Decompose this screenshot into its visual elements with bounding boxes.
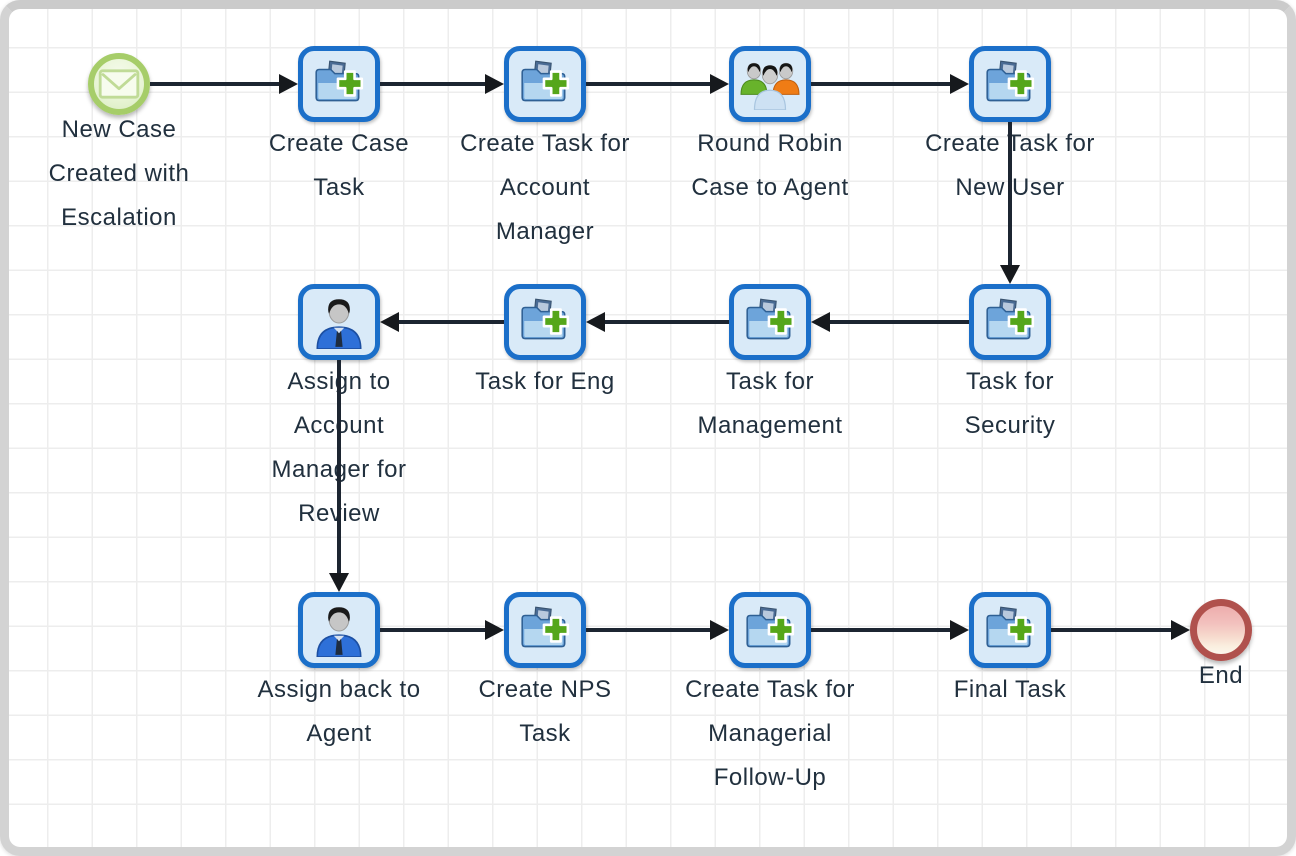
node-task-for-management[interactable]	[729, 284, 811, 360]
folder-plus-icon	[746, 298, 795, 340]
folder-plus-icon	[521, 60, 570, 102]
label-end: End	[1199, 654, 1243, 698]
label-line: New Case	[61, 116, 177, 143]
envelope-icon	[98, 69, 140, 99]
node-create-task-account-manager[interactable]	[504, 46, 586, 122]
label-line: Manager	[495, 218, 595, 245]
node-create-task-managerial-follow-up[interactable]	[729, 592, 811, 668]
label-line: Round Robin	[697, 130, 843, 157]
user-icon	[316, 299, 362, 349]
node-create-case-task[interactable]	[298, 46, 380, 122]
label-line: Task for	[725, 368, 815, 395]
node-assign-back-to-agent[interactable]	[298, 592, 380, 668]
label-final-task: Final Task	[954, 668, 1067, 712]
user-icon	[316, 607, 362, 657]
node-task-for-eng[interactable]	[504, 284, 586, 360]
folder-plus-icon	[986, 60, 1035, 102]
group-icon	[740, 62, 800, 110]
label-line: Create NPS	[478, 676, 612, 703]
label-line: Final Task	[953, 676, 1067, 703]
node-task-for-security[interactable]	[969, 284, 1051, 360]
label-line: Create Task for	[460, 130, 630, 157]
label-line: Task for	[965, 368, 1055, 395]
label-line: Account	[499, 174, 591, 201]
label-line: Case to Agent	[691, 174, 849, 201]
node-round-robin-case-to-agent[interactable]	[729, 46, 811, 122]
label-line: End	[1198, 662, 1244, 689]
node-create-task-new-user[interactable]	[969, 46, 1051, 122]
label-line: Created with	[48, 160, 190, 187]
label-line: Management	[697, 412, 843, 439]
label-line: Create Task for	[685, 676, 855, 703]
label-line: Task	[313, 174, 365, 201]
label-line: Follow-Up	[713, 764, 827, 791]
folder-plus-icon	[521, 606, 570, 648]
label-line: Task	[519, 720, 571, 747]
label-assign-back-to-agent: Assign back to Agent	[257, 668, 420, 756]
label-line: Managerial	[708, 720, 832, 747]
label-line: Assign back to	[257, 676, 421, 703]
label-line: Escalation	[61, 204, 177, 231]
node-create-nps-task[interactable]	[504, 592, 586, 668]
folder-plus-icon	[746, 606, 795, 648]
folder-plus-icon	[986, 298, 1035, 340]
label-create-nps-task: Create NPS Task	[478, 668, 611, 756]
label-line: Task for Eng	[475, 368, 615, 395]
label-line: Agent	[306, 720, 372, 747]
node-start[interactable]	[88, 53, 150, 115]
node-assign-to-account-manager[interactable]	[298, 284, 380, 360]
label-line: Security	[964, 412, 1056, 439]
folder-plus-icon	[315, 60, 364, 102]
node-final-task[interactable]	[969, 592, 1051, 668]
label-line: Create Case	[268, 130, 410, 157]
node-end[interactable]	[1190, 599, 1252, 661]
folder-plus-icon	[986, 606, 1035, 648]
label-task-for-eng: Task for Eng	[475, 360, 614, 404]
folder-plus-icon	[521, 298, 570, 340]
